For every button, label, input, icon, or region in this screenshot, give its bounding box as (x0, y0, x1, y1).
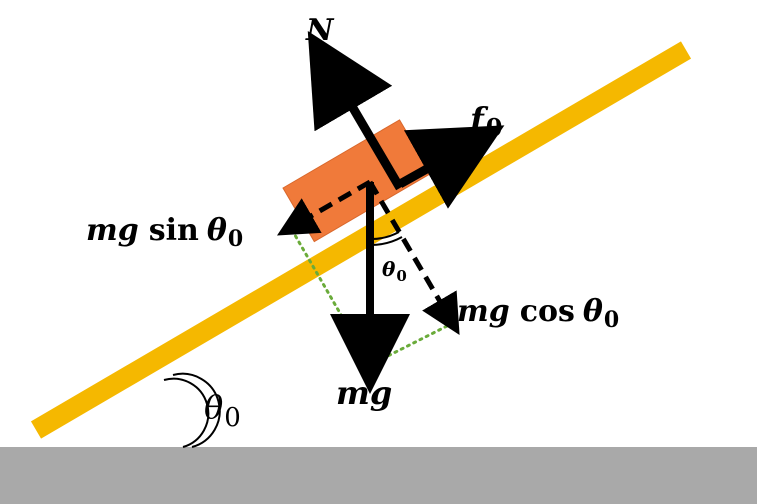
normal-force-arrow (307, 30, 404, 191)
friction-force-label: f0 (468, 100, 502, 142)
base-angle-arc-inner (163, 377, 210, 448)
ground (0, 447, 757, 504)
dotted-line-left (290, 228, 372, 367)
inner-angle-arc-1 (370, 231, 400, 241)
base-angle-label: θ0 (204, 388, 241, 433)
inner-angle-arc-2 (370, 236, 403, 246)
weight-label: mg (336, 374, 392, 412)
mg-sin-arrow (276, 179, 372, 236)
inclined-plane (30, 41, 692, 439)
normal-force-label: N (305, 13, 335, 48)
friction-force-arrow (397, 125, 505, 209)
inner-angle-label: θ0 (382, 257, 407, 285)
mg-cos-arrow (367, 180, 460, 335)
base-angle-arc-outer (172, 372, 221, 448)
dotted-line-bottom (368, 320, 457, 367)
